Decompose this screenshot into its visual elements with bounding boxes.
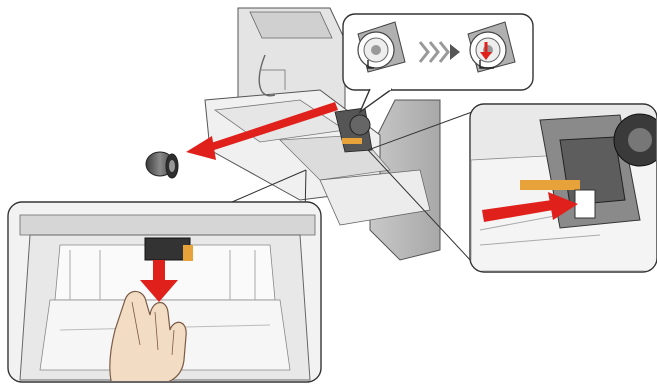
pickup-roller-icon [146, 152, 178, 178]
roller-rotation-callout [343, 14, 533, 112]
hand-push-callout [8, 170, 321, 385]
